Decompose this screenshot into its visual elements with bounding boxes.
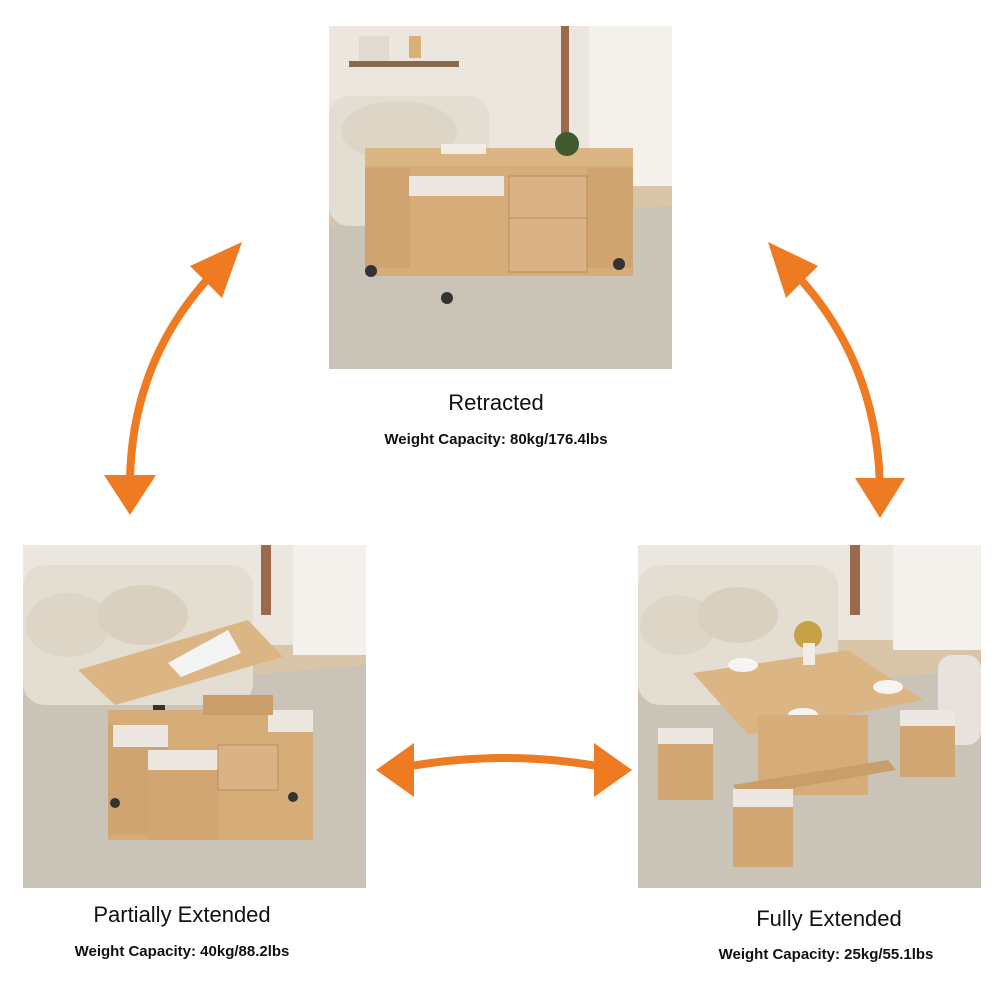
arrow-bottom-icon: [376, 743, 632, 797]
title-retracted: Retracted: [448, 390, 544, 415]
arrow-right-icon: [768, 242, 905, 518]
arrow-left-icon: [104, 242, 242, 515]
capacity-partially-extended: Weight Capacity: 40kg/88.2lbs: [74, 943, 290, 960]
title-partially-extended: Partially Extended: [93, 902, 271, 927]
capacity-retracted: Weight Capacity: 80kg/176.4lbs: [384, 431, 608, 448]
title-fully-extended: Fully Extended: [756, 906, 902, 931]
photo-fully-extended: [638, 545, 981, 888]
photo-partially-extended: [23, 545, 366, 888]
photo-retracted: [329, 26, 672, 369]
capacity-fully-extended: Weight Capacity: 25kg/55.1lbs: [718, 946, 934, 963]
